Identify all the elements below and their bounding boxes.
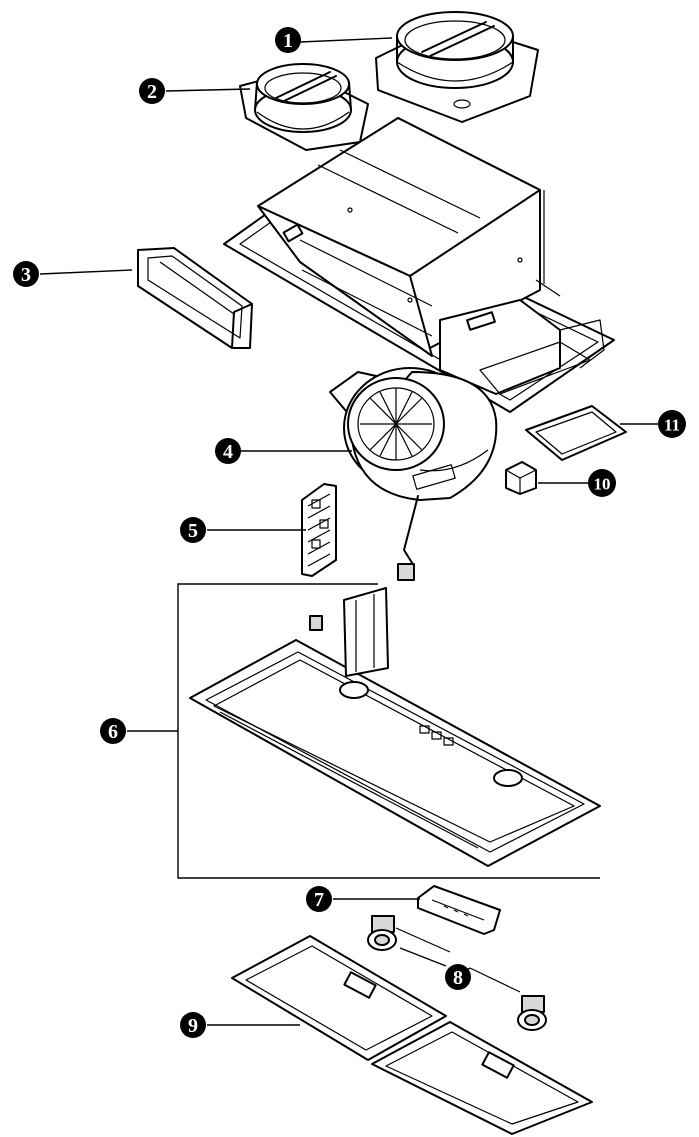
svg-text:10: 10: [594, 475, 611, 494]
part-label-6: 6: [100, 718, 126, 744]
grease-filter-a: [231, 935, 447, 1061]
bottom-panel: [189, 587, 601, 867]
part-label-7: 7: [306, 886, 332, 912]
part-label-1: 1: [275, 27, 301, 53]
part-label-11: 11: [658, 410, 686, 438]
svg-text:4: 4: [223, 441, 233, 463]
part-label-9: 9: [180, 1012, 206, 1038]
svg-text:9: 9: [188, 1015, 198, 1037]
duct-collar-small: [239, 63, 369, 151]
light-fixture-a: [367, 915, 451, 953]
blower-motor: [329, 367, 498, 581]
grease-filter-b: [371, 1021, 593, 1135]
svg-text:5: 5: [188, 520, 198, 542]
junction-box: [505, 461, 537, 495]
svg-text:7: 7: [314, 889, 324, 911]
part-label-2: 2: [139, 78, 165, 104]
svg-text:6: 6: [108, 721, 118, 743]
part-label-10: 10: [588, 469, 616, 497]
hood-housing: [223, 117, 615, 413]
part-label-8: 8: [445, 964, 471, 990]
svg-text:2: 2: [147, 81, 157, 103]
svg-text:8: 8: [453, 967, 463, 989]
svg-text:11: 11: [664, 416, 680, 435]
part-label-4: 4: [215, 438, 241, 464]
light-fixture-b: [469, 967, 547, 1031]
bracket-frame: [137, 247, 253, 349]
cover-plate: [525, 405, 627, 461]
svg-text:3: 3: [21, 264, 31, 286]
control-board: [301, 483, 337, 577]
part-label-3: 3: [13, 261, 39, 287]
duct-collar-large: [375, 11, 539, 123]
part-label-5: 5: [180, 517, 206, 543]
led-driver: [417, 885, 501, 935]
svg-text:1: 1: [283, 30, 293, 52]
